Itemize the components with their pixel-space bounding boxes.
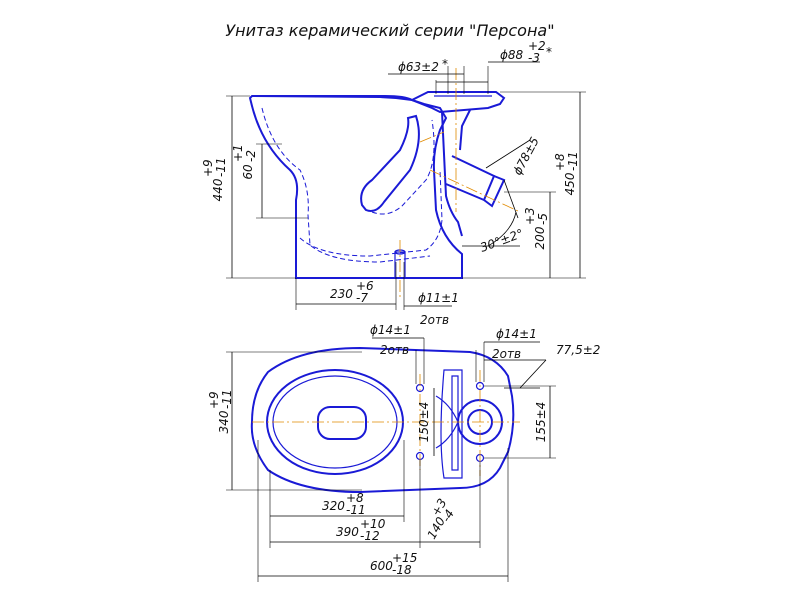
drawing-title: Унитаз керамический серии "Персона" [225, 21, 554, 40]
dim-outlet-height-tol-upper: +3 [523, 207, 537, 225]
dim-left-hole-count: 2отв [380, 343, 409, 357]
top-view: ϕ14±1 2отв ϕ14±1 2отв 77,5±2 340 +9 -11 … [207, 323, 600, 582]
dim-flange-tol-lower: -3 [528, 51, 540, 65]
dim-width-group: 340 +9 -11 [207, 389, 234, 433]
dim-flange-star: * [546, 45, 552, 59]
dim-total-length-tol-lower: -18 [392, 563, 412, 577]
dim-height-right-tol-upper: +8 [553, 153, 567, 171]
dim-mount-hole: ϕ11±1 [418, 291, 459, 305]
dim-height-left: 440 [211, 178, 225, 201]
dim-left-hole: ϕ14±1 [370, 323, 411, 337]
dim-angle-group: 30°±2° [478, 226, 525, 255]
side-view-trap-channel [360, 114, 420, 212]
dim-arc-angle [487, 211, 517, 247]
dim-rear-group: 140 +3 -4 [424, 496, 457, 541]
dim-line-outlet-pipe [503, 179, 519, 219]
dim-bowl-height: 60 [241, 164, 255, 180]
dim-total-length: 600 [370, 559, 393, 573]
dim-bowl-height-tol-upper: +1 [231, 144, 245, 162]
dim-bowl-length: 320 [322, 499, 345, 513]
dim-outlet-pipe-diameter: ϕ78±5 [510, 135, 542, 178]
side-view-trap-hidden [371, 119, 435, 215]
side-view-outlet-pipe [445, 155, 496, 202]
dim-bowl-length-tol-upper: +8 [346, 491, 364, 505]
side-view-centerline-short [419, 131, 445, 143]
dim-flange-diameter: ϕ88 [500, 48, 524, 62]
dim-outlet-height: 200 [533, 226, 547, 249]
side-view-neck-right [459, 109, 471, 151]
dim-height-right-tol-lower: -11 [566, 151, 580, 171]
dim-height-left-group: 440 +9 -11 [201, 157, 228, 201]
dim-height-right-group: 450 +8 -11 [553, 151, 580, 195]
dim-base-offset: 230 [330, 287, 353, 301]
dim-left-spacing: 150±4 [417, 402, 431, 443]
dim-total-length-tol-upper: +15 [392, 551, 417, 565]
side-view-flange [409, 91, 506, 114]
top-view-outlet-flanks [435, 395, 459, 449]
dim-height-left-tol-lower: -11 [214, 157, 228, 177]
side-view-inner-channel [299, 169, 443, 257]
dim-outlet-height-group: 200 +3 -5 [523, 207, 550, 249]
side-view-centerline-outlet [429, 169, 521, 213]
dim-right-hole: ϕ14±1 [496, 327, 537, 341]
dim-width-tol-upper: +9 [207, 391, 221, 409]
side-view-rim [252, 95, 413, 101]
side-view: ϕ63±2 * ϕ88 +2 -3 * 440 +9 -11 60 +1 -2 … [201, 39, 586, 327]
dim-angle: 30°±2° [478, 226, 525, 255]
dim-right-spacing: 155±4 [534, 402, 548, 443]
dim-flange-tol-upper: +2 [528, 39, 546, 53]
dim-base-offset-tol-upper: +6 [356, 279, 374, 293]
side-view-neck [441, 111, 463, 237]
top-view-drain-opening [317, 406, 367, 440]
dim-mount-hole-count: 2отв [420, 313, 449, 327]
dim-outlet-diameter: ϕ63±2 [398, 60, 439, 74]
dim-bowl-height-group: 60 +1 -2 [231, 144, 258, 179]
side-view-body-outline [248, 94, 463, 279]
dim-height-left-tol-upper: +9 [201, 159, 215, 177]
side-view-inner-bowl [261, 107, 431, 263]
top-view-rear-channel-1 [440, 369, 463, 479]
dim-leader-outlet-pipe [485, 139, 531, 169]
dim-bowl-height-tol-lower: -2 [244, 150, 258, 162]
dim-base-offset-tol-lower: -7 [356, 291, 368, 305]
dim-leader-offset-diag [519, 359, 547, 389]
dim-height-right: 450 [563, 172, 577, 195]
dim-hole-distance-tol-upper: +10 [360, 517, 386, 531]
dim-hole-distance: 390 [336, 525, 359, 539]
dim-outlet-star: * [442, 57, 448, 71]
top-view-rear-channel-2 [451, 375, 459, 471]
dim-offset: 77,5±2 [556, 343, 600, 357]
dim-left-spacing-group: 150±4 [417, 402, 431, 443]
dim-outlet-pipe-group: ϕ78±5 [510, 135, 542, 178]
top-view-outline [250, 346, 515, 494]
dim-right-spacing-group: 155±4 [534, 402, 548, 443]
dim-width: 340 [217, 410, 231, 433]
dim-hole-distance-tol-lower: -12 [360, 529, 380, 543]
dim-bowl-length-tol-lower: -11 [346, 503, 366, 517]
dim-outlet-height-tol-lower: -5 [536, 213, 550, 225]
dim-width-tol-lower: -11 [220, 389, 234, 409]
side-view-outlet-pipe-end [483, 175, 506, 208]
dim-right-hole-count: 2отв [492, 347, 521, 361]
